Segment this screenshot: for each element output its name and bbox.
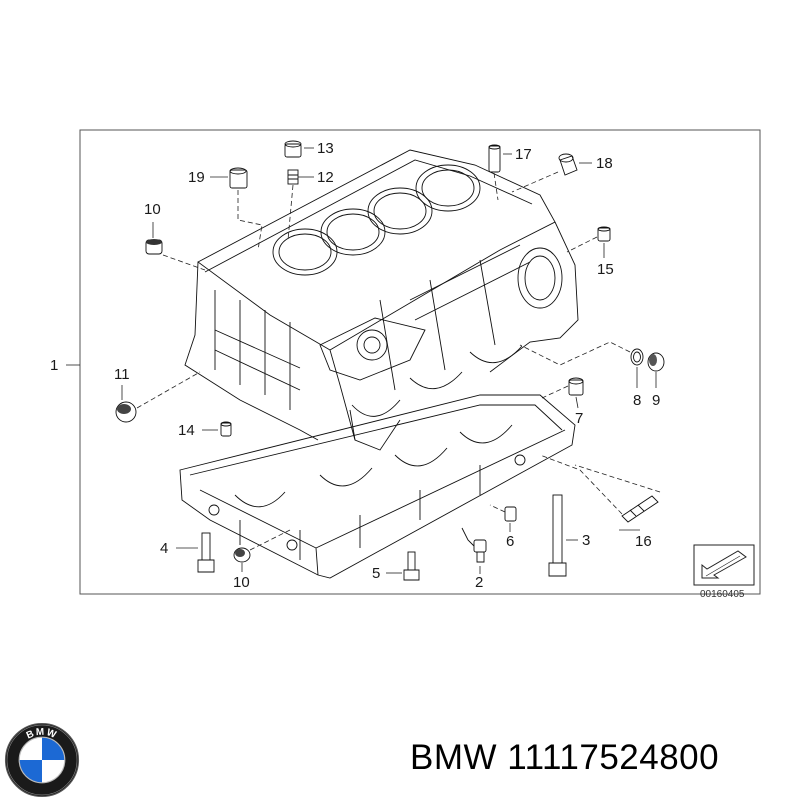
part-18-sleeve xyxy=(558,153,578,176)
callout-1: 1 xyxy=(50,357,58,374)
part-16-sensor xyxy=(621,495,659,523)
part-12-plug xyxy=(287,169,299,185)
part-2-oil-jet xyxy=(461,527,487,563)
callout-15: 15 xyxy=(597,261,614,278)
callout-7: 7 xyxy=(575,410,583,427)
part-10-plug-top xyxy=(145,239,163,255)
part-9-plug xyxy=(647,352,665,372)
part-13-cap xyxy=(284,140,302,158)
part-4-bolt xyxy=(197,532,215,573)
callout-4: 4 xyxy=(160,540,168,557)
callout-3: 3 xyxy=(582,532,590,549)
callout-9: 9 xyxy=(652,392,660,409)
callout-13: 13 xyxy=(317,140,334,157)
callout-2: 2 xyxy=(475,574,483,591)
bedplate xyxy=(179,394,576,579)
part-11-plug xyxy=(115,401,137,423)
callout-16: 16 xyxy=(635,533,652,550)
part-caption: BMW 11117524800 xyxy=(410,738,719,778)
part-6-sleeve xyxy=(504,506,517,522)
part-17-dowel xyxy=(488,144,501,173)
callout-8: 8 xyxy=(633,392,641,409)
engine-block-exploded-diagram: 1 13 12 19 10 17 18 15 8 9 11 7 14 16 3 … xyxy=(50,129,761,600)
callout-12: 12 xyxy=(317,169,334,186)
callout-10-bottom: 10 xyxy=(233,574,250,591)
callout-11: 11 xyxy=(114,366,130,383)
bmw-logo: BMW xyxy=(4,722,80,798)
part-7-sleeve xyxy=(568,377,584,396)
callout-17: 17 xyxy=(515,146,532,163)
callout-14: 14 xyxy=(178,422,195,439)
part-8-oring xyxy=(630,348,644,366)
orientation-arrow-icon xyxy=(693,544,755,586)
callout-labels: 1 13 12 19 10 17 18 15 8 9 11 7 14 16 3 … xyxy=(50,140,660,591)
document-number: 00160405 xyxy=(700,589,745,600)
part-19-sleeve xyxy=(229,167,248,189)
part-14-dowel xyxy=(220,421,232,437)
caption-part-number: 11117524800 xyxy=(507,738,720,777)
diagram-frame xyxy=(79,129,761,595)
engine-block xyxy=(184,149,579,451)
part-5-bolt xyxy=(403,551,420,581)
leader-lines xyxy=(66,147,661,574)
part-15-plug xyxy=(597,226,611,242)
part-10-plug-bottom xyxy=(233,547,251,563)
callout-18: 18 xyxy=(596,155,613,172)
logo-lettering: BMW xyxy=(25,727,59,742)
callout-5: 5 xyxy=(372,565,380,582)
callout-6: 6 xyxy=(506,533,514,550)
caption-brand: BMW xyxy=(410,738,498,777)
callout-10-top: 10 xyxy=(144,201,161,218)
part-3-long-bolt xyxy=(548,494,567,577)
callout-19: 19 xyxy=(188,169,205,186)
